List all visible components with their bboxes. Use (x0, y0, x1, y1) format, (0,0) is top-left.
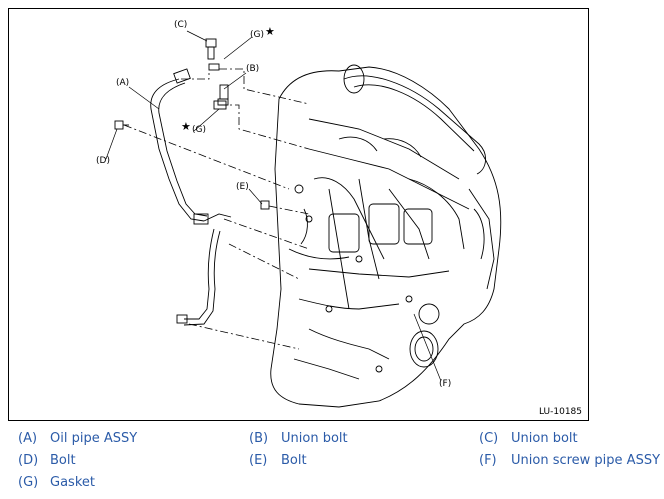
legend-row: (A) Oil pipe ASSY (B) Union bolt (C) Union … (0, 431, 664, 453)
legend-label: Oil pipe ASSY (50, 431, 138, 446)
legend-key: (B) (249, 431, 269, 446)
legend-label: Gasket (50, 475, 95, 490)
callout-f: (F) (439, 379, 452, 389)
legend-key: (D) (18, 453, 39, 468)
legend-label: Union bolt (511, 431, 578, 446)
legend-label: Union bolt (281, 431, 348, 446)
engine-illustration (105, 30, 502, 408)
legend-key: (G) (18, 475, 39, 490)
legend-item-g: (G) Gasket (18, 475, 95, 490)
legend-label: Bolt (50, 453, 76, 468)
legend-key: (C) (479, 431, 499, 446)
callout-c: (C) (174, 20, 188, 30)
callout-b: (B) (246, 64, 260, 74)
legend-row: (G) Gasket (0, 475, 664, 497)
legend-label: Bolt (281, 453, 307, 468)
legend-item-b: (B) Union bolt (249, 431, 348, 446)
legend-key: (A) (18, 431, 38, 446)
legend-item-d: (D) Bolt (18, 453, 76, 468)
callout-e: (E) (236, 182, 249, 192)
legend-item-e: (E) Bolt (249, 453, 307, 468)
diagram-figure: (C) (G) ★ (B) (A) ★ (G) (D) (E) (F) LU-1… (8, 8, 589, 421)
star-icon: ★ (181, 120, 191, 133)
legend-key: (F) (479, 453, 497, 468)
callout-d: (D) (96, 156, 110, 166)
legend-item-f: (F) Union screw pipe ASSY (479, 453, 660, 468)
legend-row: (D) Bolt (E) Bolt (F) Union screw pipe ASSY (0, 453, 664, 475)
star-icon: ★ (265, 25, 275, 38)
legend-label: Union screw pipe ASSY (511, 453, 661, 468)
callout-g-top: (G) (250, 30, 264, 40)
figure-id-label: LU-10185 (538, 407, 582, 417)
legend-key: (E) (249, 453, 268, 468)
legend-item-c: (C) Union bolt (479, 431, 578, 446)
legend-item-a: (A) Oil pipe ASSY (18, 431, 137, 446)
callout-g-mid: (G) (192, 125, 206, 135)
callout-a: (A) (116, 78, 130, 88)
